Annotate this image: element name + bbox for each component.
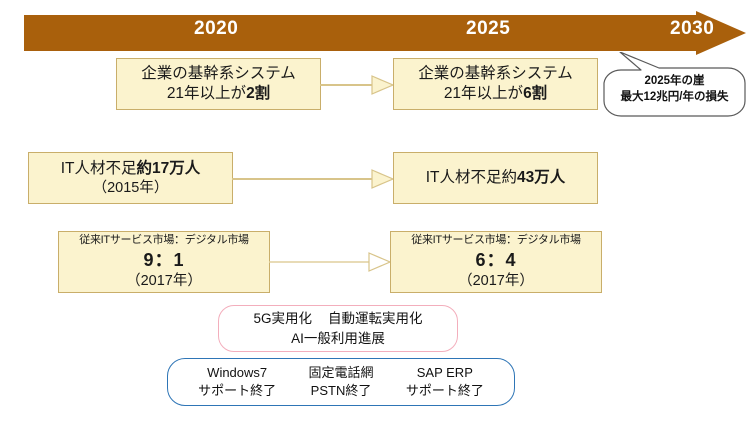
eos-column-windows7: Windows7 サポート終了	[198, 364, 276, 399]
box-ratio-value: 6：4	[475, 249, 517, 270]
year-label-2030: 2030	[670, 18, 715, 39]
box-line-2-text: 21年以上が	[166, 85, 247, 102]
eos-subtitle: サポート終了	[405, 383, 484, 398]
timeline-arrow	[24, 11, 746, 55]
connector-arrow-row1	[320, 74, 394, 96]
callout-line-1: 2025年の崖	[644, 75, 705, 87]
box-line-3: （2017年）	[458, 272, 534, 289]
callout-text: 2025年の崖 最大12兆円/年の損失	[603, 74, 746, 105]
box-line-2: 21年以上が6割	[444, 84, 547, 104]
box-core-systems-2020: 企業の基幹系システム 21年以上が2割	[116, 58, 321, 110]
box-core-systems-2025: 企業の基幹系システム 21年以上が6割	[393, 58, 598, 110]
box-line-1-emphasis: 43万人	[517, 168, 566, 186]
box-line-1: IT人材不足約17万人	[61, 159, 201, 179]
box-line-1: 企業の基幹系システム	[141, 64, 296, 82]
box-line-1: 企業の基幹系システム	[418, 64, 573, 82]
box-line-2-emphasis: 2割	[246, 85, 271, 102]
box-line-1: 従来ITサービス市場：デジタル市場	[79, 234, 249, 247]
connector-arrow-row3	[269, 251, 391, 273]
pink-line-1-a: 5G実用化	[253, 310, 312, 326]
eos-subtitle: PSTN終了	[310, 383, 372, 398]
year-label-2025: 2025	[466, 18, 511, 39]
box-line-3: （2017年）	[126, 272, 202, 289]
eos-title: SAP ERP	[416, 365, 473, 381]
box-line-2-text: 21年以上が	[443, 85, 524, 102]
eos-title: 固定電話網	[308, 365, 374, 381]
box-it-talent-shortage-2015: IT人材不足約17万人 （2015年）	[28, 152, 233, 204]
box-line-1-text: IT人材不足約	[425, 168, 518, 186]
box-line-1: 従来ITサービス市場：デジタル市場	[411, 234, 581, 247]
eos-subtitle: サポート終了	[198, 383, 277, 398]
pink-line-2: AI一般利用進展	[291, 330, 385, 346]
box-market-ratio-2017-right: 従来ITサービス市場：デジタル市場 6：4 （2017年）	[390, 231, 602, 293]
callout-2025-cliff: 2025年の崖 最大12兆円/年の損失	[603, 52, 746, 118]
box-emerging-tech: 5G実用化自動運転実用化 AI一般利用進展	[218, 305, 458, 352]
pink-line-1-b: 自動運転実用化	[328, 310, 423, 326]
eos-column-pstn: 固定電話網 PSTN終了	[308, 364, 373, 399]
eos-column-sap-erp: SAP ERP サポート終了	[406, 364, 484, 399]
callout-line-2: 最大12兆円/年の損失	[620, 90, 729, 103]
box-line-1-emphasis: 約17万人	[136, 159, 201, 177]
box-market-ratio-2017-left: 従来ITサービス市場：デジタル市場 9：1 （2017年）	[58, 231, 270, 293]
year-label-2020: 2020	[194, 18, 239, 39]
box-line-1-text: IT人材不足	[60, 159, 137, 177]
box-ratio-value: 9：1	[143, 249, 185, 270]
box-line-2: 21年以上が2割	[167, 84, 270, 104]
pink-line-1: 5G実用化自動運転実用化	[253, 309, 422, 329]
box-line-2-emphasis: 6割	[523, 85, 548, 102]
box-it-talent-shortage-2030: IT人材不足約43万人	[393, 152, 598, 204]
eos-title: Windows7	[207, 365, 268, 381]
box-end-of-support: Windows7 サポート終了 固定電話網 PSTN終了 SAP ERP サポー…	[167, 358, 515, 406]
box-line-2: （2015年）	[92, 179, 169, 196]
connector-arrow-row2	[232, 168, 394, 190]
box-line-1: IT人材不足約43万人	[426, 168, 566, 188]
